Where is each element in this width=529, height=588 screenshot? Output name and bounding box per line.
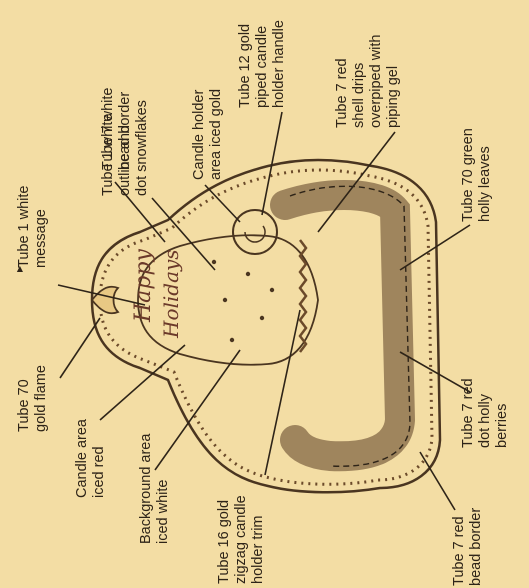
- leader-red-bead: [420, 452, 455, 510]
- callout-background-white: Background area iced white: [138, 433, 171, 544]
- candle-holder-handle: [233, 210, 277, 254]
- arrow-marker-icon: ▶: [15, 265, 24, 272]
- callout-line: Candle holder: [191, 90, 207, 180]
- callout-tube12-handle: Tube 12 gold piped candle holder handle: [237, 20, 287, 108]
- callout-tube70-holly: Tube 70 green holly leaves: [460, 128, 493, 222]
- callout-line: dot snowflakes: [134, 100, 150, 196]
- callout-line: Tube 1 white: [100, 114, 116, 196]
- callout-candle-area-red: Candle area iced red: [74, 418, 107, 498]
- callout-labels: Tube 1 white message ▶ Tube 7 white bead…: [15, 20, 510, 586]
- callout-candle-holder-gold: Candle holder area iced gold: [191, 89, 224, 180]
- callout-line: Tube 70 green: [460, 128, 476, 222]
- callout-tube1-message: Tube 1 white message: [16, 186, 49, 268]
- callout-line: Tube 70: [16, 379, 32, 432]
- cake-script-line-1: Happy: [131, 249, 156, 323]
- callout-line: iced red: [91, 446, 107, 498]
- callout-tube7-holly-berries: Tube 7 red dot holly berries: [460, 378, 510, 448]
- callout-line: iced white: [155, 480, 171, 544]
- callout-line: dot holly: [477, 393, 493, 448]
- callout-line: shell drips: [351, 63, 367, 128]
- callout-line: zigzag candle: [233, 495, 249, 584]
- callout-line: Background area: [138, 433, 154, 544]
- callout-line: bead border: [468, 508, 484, 586]
- callout-tube16-zigzag: Tube 16 gold zigzag candle holder trim: [216, 495, 266, 584]
- callout-line: holder trim: [250, 516, 266, 585]
- callout-line: Tube 1 white: [16, 186, 32, 268]
- callout-tube70-flame: Tube 70 gold flame: [16, 365, 49, 432]
- cake-script-line-2: Holidays: [159, 249, 183, 339]
- callout-line: Candle area: [74, 418, 90, 498]
- callout-line: berries: [494, 404, 510, 448]
- callout-line: holly leaves: [477, 146, 493, 222]
- handle-inner: [245, 226, 265, 242]
- snowflake-dots: [212, 260, 274, 342]
- callout-tube7-bead-border-red: Tube 7 red bead border: [451, 508, 484, 586]
- callout-line: outline and: [117, 125, 133, 196]
- leader-flame: [60, 318, 100, 378]
- callout-tube7-shell-drips: Tube 7 red shell drips overpiped with pi…: [334, 35, 401, 129]
- flame-shape: [92, 287, 118, 314]
- callout-line: holder handle: [271, 20, 287, 108]
- callout-line: area iced gold: [208, 89, 224, 180]
- callout-line: Tube 7 red: [460, 378, 476, 448]
- callout-line: Tube 16 gold: [216, 500, 232, 584]
- callout-line: overpiped with: [368, 35, 384, 129]
- callout-line: Tube 12 gold: [237, 24, 253, 108]
- callout-line: piping gel: [385, 66, 401, 128]
- callout-line: message: [33, 209, 49, 268]
- leader-candle-holder: [205, 185, 240, 222]
- callout-line: Tube 7 red: [334, 58, 350, 128]
- leader-candle-red: [100, 345, 185, 420]
- callout-line: Tube 7 red: [451, 516, 467, 586]
- callout-line: piped candle: [254, 26, 270, 108]
- callout-line: gold flame: [33, 365, 49, 432]
- holly-wreath: [285, 195, 400, 456]
